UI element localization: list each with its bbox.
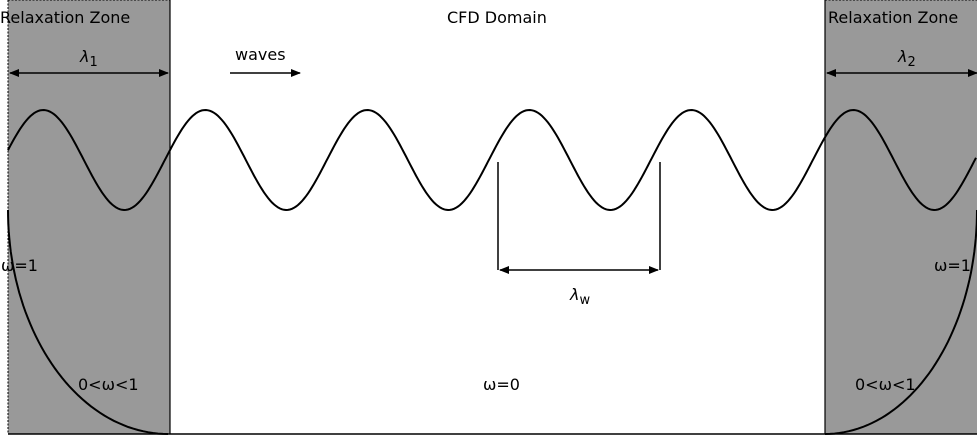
cfd-domain-title: CFD Domain bbox=[447, 8, 547, 27]
lambda-1-label: λ1 bbox=[79, 47, 98, 70]
omega-one-left-label: ω=1 bbox=[1, 256, 38, 275]
omega-one-right-label: ω=1 bbox=[934, 256, 971, 275]
omega-zero-label: ω=0 bbox=[483, 375, 520, 394]
ramp-right-label: 0<ω<1 bbox=[855, 375, 916, 394]
lambda-w-subscript: w bbox=[579, 293, 590, 308]
lambda-w-label: λw bbox=[569, 285, 590, 308]
wave-curve bbox=[7, 108, 977, 212]
weight-curve-left bbox=[7, 209, 169, 435]
lambda-w-symbol: λ bbox=[569, 285, 579, 304]
ramp-left-label: 0<ω<1 bbox=[78, 375, 139, 394]
weight-curve-right bbox=[824, 209, 977, 435]
lambda-2-subscript: 2 bbox=[907, 55, 915, 70]
lambda-1-subscript: 1 bbox=[89, 55, 97, 70]
relaxation-zone-left-label: Relaxation Zone bbox=[0, 8, 130, 27]
relaxation-zone-right-label: Relaxation Zone bbox=[828, 8, 958, 27]
lambda-2-label: λ2 bbox=[897, 47, 916, 70]
lambda-2-symbol: λ bbox=[897, 47, 907, 66]
waves-label: waves bbox=[235, 45, 286, 64]
lambda-1-symbol: λ bbox=[79, 47, 89, 66]
